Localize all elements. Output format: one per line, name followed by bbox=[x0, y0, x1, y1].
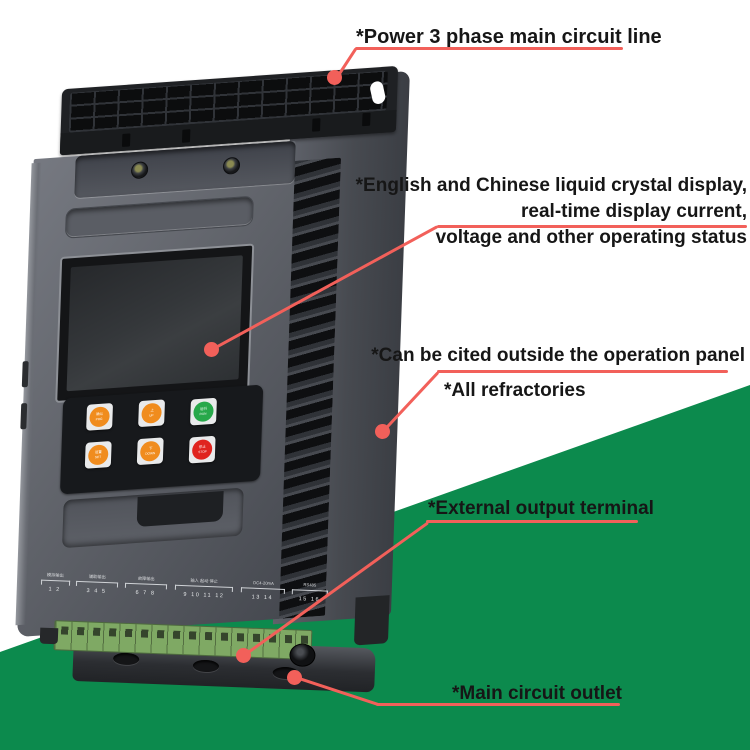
terminal-numbers: 6 7 8 bbox=[135, 590, 156, 597]
annotation-display: *English and Chinese liquid crystal disp… bbox=[356, 173, 747, 251]
button-label-zh: 停止 bbox=[198, 445, 206, 450]
leader-underline-display bbox=[437, 225, 747, 228]
button-face: 下 DOWN bbox=[139, 440, 161, 462]
callout-dot-panel bbox=[375, 424, 390, 439]
annotation-operation-panel: *Can be cited outside the operation pane… bbox=[371, 345, 745, 366]
terminal-group: 故障输出 6 7 8 bbox=[124, 575, 169, 599]
cap-notch bbox=[312, 118, 321, 132]
keypad-panel: 确认 PRG 上 UP 运行 RUN 设置 SET bbox=[59, 384, 264, 495]
terminal-numbers: 3 4 5 bbox=[86, 588, 107, 595]
keypad-button-stop: 停止 STOP bbox=[188, 435, 216, 464]
terminal-group: 输入 起动 停止 9 10 11 12 bbox=[173, 577, 236, 601]
cap-notch bbox=[362, 112, 371, 127]
button-label-en: PRG bbox=[96, 417, 103, 422]
terminal-group-label: 辅助输出 bbox=[88, 574, 106, 580]
annotation-external-terminal: *External output terminal bbox=[428, 498, 654, 519]
callout-dot-external bbox=[236, 648, 251, 663]
button-label-en: STOP bbox=[197, 450, 207, 455]
terminal-bracket bbox=[125, 582, 167, 590]
button-face: 确认 PRG bbox=[89, 406, 110, 428]
terminal-bracket bbox=[76, 580, 118, 588]
terminal-bracket bbox=[40, 579, 70, 586]
callout-dot-power bbox=[327, 70, 342, 85]
button-label-en: RUN bbox=[199, 412, 207, 416]
terminal-group: RS485 15 16 bbox=[290, 581, 329, 604]
cap-notch bbox=[121, 133, 131, 147]
terminal-numbers: 9 10 11 12 bbox=[183, 591, 225, 599]
button-face: 上 UP bbox=[141, 402, 162, 424]
annotation-display-line2: real-time display current, bbox=[521, 201, 747, 222]
keypad-button-prg: 确认 PRG bbox=[86, 402, 114, 431]
terminal-group-label: 故障输出 bbox=[137, 576, 155, 582]
terminal-numbers: 13 14 bbox=[251, 594, 274, 601]
annotation-display-line3: voltage and other operating status bbox=[435, 227, 747, 248]
button-label-en: SET bbox=[95, 455, 102, 460]
button-label-zh: 设置 bbox=[94, 450, 102, 455]
callout-dot-display bbox=[204, 342, 219, 357]
lcd-screen bbox=[66, 255, 243, 392]
keypad-button-set: 设置 SET bbox=[84, 440, 112, 469]
terminal-bracket bbox=[291, 589, 329, 596]
keypad-button-up: 上 UP bbox=[138, 399, 166, 428]
terminal-group-label: RS485 bbox=[303, 583, 317, 588]
button-face: 停止 STOP bbox=[191, 438, 213, 461]
annotation-main-outlet: *Main circuit outlet bbox=[452, 683, 622, 704]
terminal-group: DC4-20mA 13 14 bbox=[239, 579, 286, 603]
annotation-refractories: *All refractories bbox=[444, 380, 586, 401]
button-face: 运行 RUN bbox=[193, 400, 214, 423]
terminal-group-label: 输入 起动 停止 bbox=[190, 578, 219, 584]
button-label-en: UP bbox=[149, 414, 154, 418]
device-front-foot bbox=[39, 627, 59, 645]
button-label-en: DOWN bbox=[145, 451, 156, 456]
lcd-display-frame bbox=[55, 243, 255, 404]
button-label-zh: 下 bbox=[148, 446, 153, 451]
button-face: 设置 SET bbox=[87, 444, 109, 466]
latch-slot bbox=[136, 491, 224, 528]
button-label-zh: 运行 bbox=[200, 407, 208, 412]
terminal-group: 辅助输出 3 4 5 bbox=[75, 573, 120, 597]
leader-underline-outlet bbox=[376, 703, 620, 706]
keypad-button-run: 运行 RUN bbox=[190, 397, 217, 426]
button-label-zh: 确认 bbox=[96, 412, 104, 417]
terminal-group: 模拟输出 1 2 bbox=[40, 572, 71, 595]
terminal-group-label: 模拟输出 bbox=[46, 573, 64, 579]
terminal-numbers: 1 2 bbox=[48, 586, 62, 593]
left-edge-notch bbox=[21, 361, 29, 388]
cap-notch bbox=[181, 129, 191, 143]
annotation-display-line1: *English and Chinese liquid crystal disp… bbox=[355, 175, 747, 196]
left-edge-notch bbox=[20, 403, 28, 430]
leader-underline-power bbox=[355, 47, 623, 50]
leader-underline-external bbox=[426, 520, 638, 523]
leader-underline-panel bbox=[437, 370, 728, 373]
button-label-zh: 上 bbox=[149, 408, 154, 413]
terminal-group-label: DC4-20mA bbox=[252, 581, 274, 587]
callout-dot-outlet bbox=[287, 670, 302, 685]
keypad-button-down: 下 DOWN bbox=[136, 437, 164, 466]
annotation-power-line: *Power 3 phase main circuit line bbox=[356, 26, 662, 48]
rail-screw-slot bbox=[112, 652, 140, 666]
rail-screw-slot bbox=[192, 659, 220, 673]
terminal-bracket bbox=[241, 587, 285, 594]
